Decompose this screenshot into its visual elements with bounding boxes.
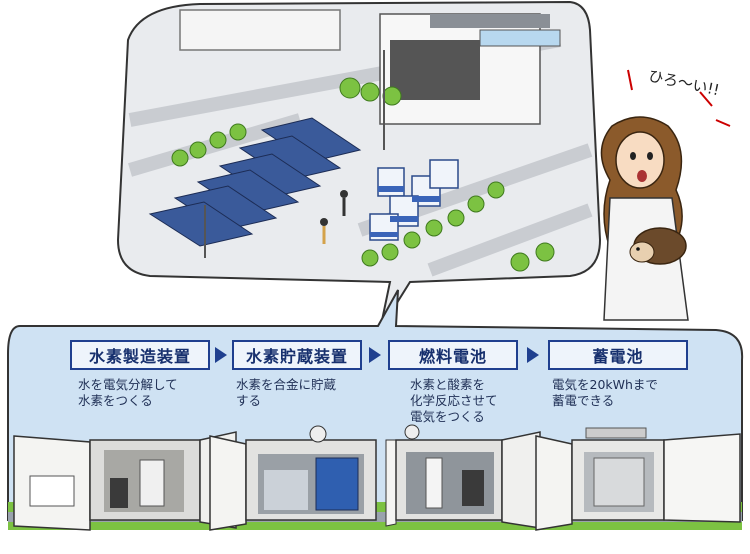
arrow-icon (369, 347, 381, 363)
aerial-view-bubble (116, 0, 602, 331)
arrow-icon (215, 347, 227, 363)
woman-character (600, 116, 689, 321)
arrow-icon (527, 347, 539, 363)
stage-desc-hydrogen-production: 水を電気分解して 水素をつくる (78, 377, 178, 408)
stage-box-hydrogen-production: 水素製造装置 (70, 340, 210, 370)
stage-box-hydrogen-storage: 水素貯蔵装置 (232, 340, 362, 370)
stage-box-battery: 蓄電池 (548, 340, 688, 370)
container-icon (385, 424, 541, 529)
stage-desc-fuel-cell: 水素と酸素を 化学反応させて 電気をつくる (410, 377, 498, 424)
stage-desc-hydrogen-storage: 水素を合金に貯蔵 する (236, 377, 337, 408)
container-icon (13, 431, 237, 531)
stage-desc-battery: 電気を20kWhまで 蓄電できる (552, 377, 658, 408)
container-icon (535, 427, 741, 531)
solar-panel-icon (148, 117, 362, 247)
hedgehog-icon (629, 227, 687, 265)
container-icon (209, 425, 377, 531)
stage-box-fuel-cell: 燃料電池 (388, 340, 518, 370)
